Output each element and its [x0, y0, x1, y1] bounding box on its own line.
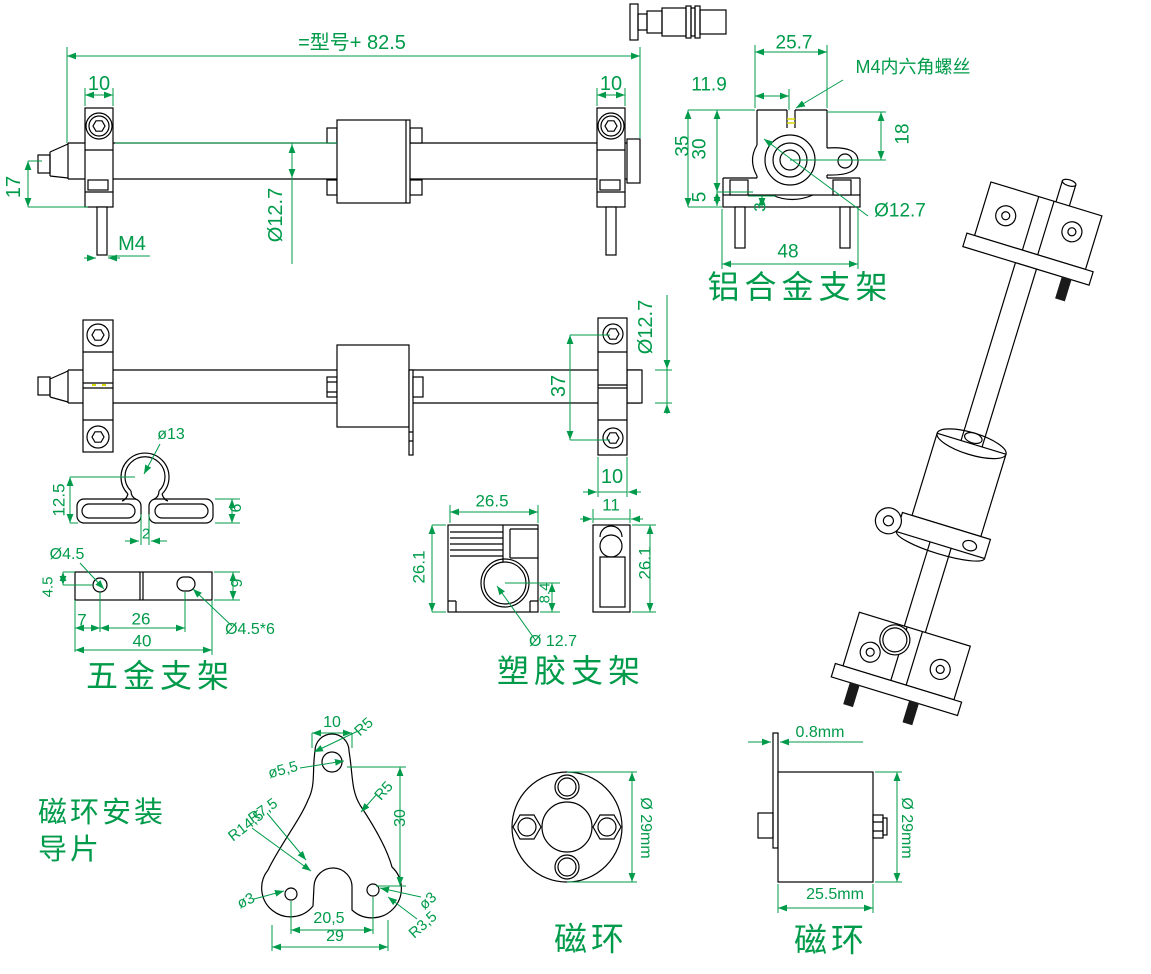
connector-geometry	[629, 3, 727, 41]
dim-plastic-side-width: 11	[602, 495, 620, 515]
dim-clip-height: 12.5	[49, 483, 69, 517]
view-title-hardware-bracket: 五金支架	[85, 658, 235, 694]
dim-rod-diameter-top: Ø12.7	[635, 299, 657, 355]
dim-plastic-bore: Ø 12.7	[528, 633, 578, 650]
dim-bar-hole: Ø4.5	[49, 546, 85, 563]
view-title-plastic-bracket: 塑胶支架	[496, 653, 646, 689]
dim-alum-slot-offset: 11.9	[691, 74, 727, 96]
dim-bar-length: 40	[132, 631, 152, 651]
isometric-view	[830, 178, 1103, 726]
highlight-marks	[92, 118, 795, 386]
dim-bar-edge: 4.5	[39, 576, 57, 598]
dim-plastic-side-height: 26.1	[635, 546, 655, 580]
dim-guide-tab-width: 10	[323, 714, 341, 731]
dim-bar-hole-span: 26	[131, 609, 151, 629]
dim-clip-gap: 2	[141, 525, 151, 543]
dim-bar-hole-offset: 7	[77, 610, 87, 630]
dim-total-length: =型号+ 82.5	[298, 32, 406, 54]
view-title-aluminum-bracket: 铝合金支架	[707, 269, 893, 305]
aluminum-bracket-geometry	[722, 109, 861, 249]
dim-guide-hole-span: 20,5	[313, 910, 345, 927]
dim-alum-base-height: 5	[689, 191, 711, 203]
dim-clip-bore: ø13	[157, 426, 185, 443]
dim-plastic-bore-offset: 8.4	[536, 582, 554, 604]
front-view-geometry	[37, 107, 641, 256]
magnet-ring-side-geometry	[757, 732, 888, 883]
dim-alum-base-width: 48	[777, 241, 799, 263]
dim-alum-bore-height: 18	[892, 123, 914, 145]
dim-plastic-width: 26.5	[475, 491, 509, 511]
dim-bracket-width-right: 10	[599, 73, 623, 95]
dim-rod-diameter-front: Ø12.7	[265, 187, 287, 243]
dim-bracket-width-left: 10	[87, 73, 111, 95]
dim-ring-side-length: 25.5mm	[806, 886, 864, 903]
dim-alum-bore: Ø12.7	[874, 200, 926, 222]
dim-bar-width: 9	[229, 578, 246, 588]
view-title-magnet-ring-front: 磁环	[554, 920, 628, 958]
hardware-bracket-geometry	[74, 452, 214, 601]
dim-bar-slot: Ø4.5*6	[225, 621, 275, 638]
dim-alum-upper-height: 30	[689, 138, 711, 160]
dim-guide-hole-height: 30	[392, 809, 409, 827]
dim-alum-slot-depth: 3	[750, 202, 770, 212]
dim-ring-front-diameter: Ø 29mm	[637, 797, 654, 859]
dim-tip-height: 17	[3, 175, 25, 199]
dimension-lines	[24, 45, 902, 951]
dim-plastic-height: 26.1	[409, 550, 429, 584]
magnet-ring-front-geometry	[511, 771, 623, 883]
note-hex-socket-screw: M4内六角螺丝	[855, 57, 971, 77]
dim-ring-plate-thickness: 0.8mm	[795, 724, 845, 741]
dim-pin-thread: M4	[118, 233, 146, 255]
dim-screw-span: 37	[548, 374, 570, 398]
dim-alum-top-width: 25.7	[775, 32, 813, 54]
top-view-geometry	[37, 317, 643, 456]
dim-wing-height: 6	[228, 503, 245, 513]
view-title-magnet-guide-line2: 导片	[38, 834, 103, 866]
dim-ring-side-diameter: Ø 29mm	[898, 797, 915, 859]
dim-bracket-width-top: 10	[600, 466, 624, 488]
view-title-magnet-ring-side: 磁环	[794, 921, 868, 959]
dim-guide-width: 29	[326, 928, 344, 945]
view-title-magnet-guide-line1: 磁环安装	[38, 797, 167, 829]
